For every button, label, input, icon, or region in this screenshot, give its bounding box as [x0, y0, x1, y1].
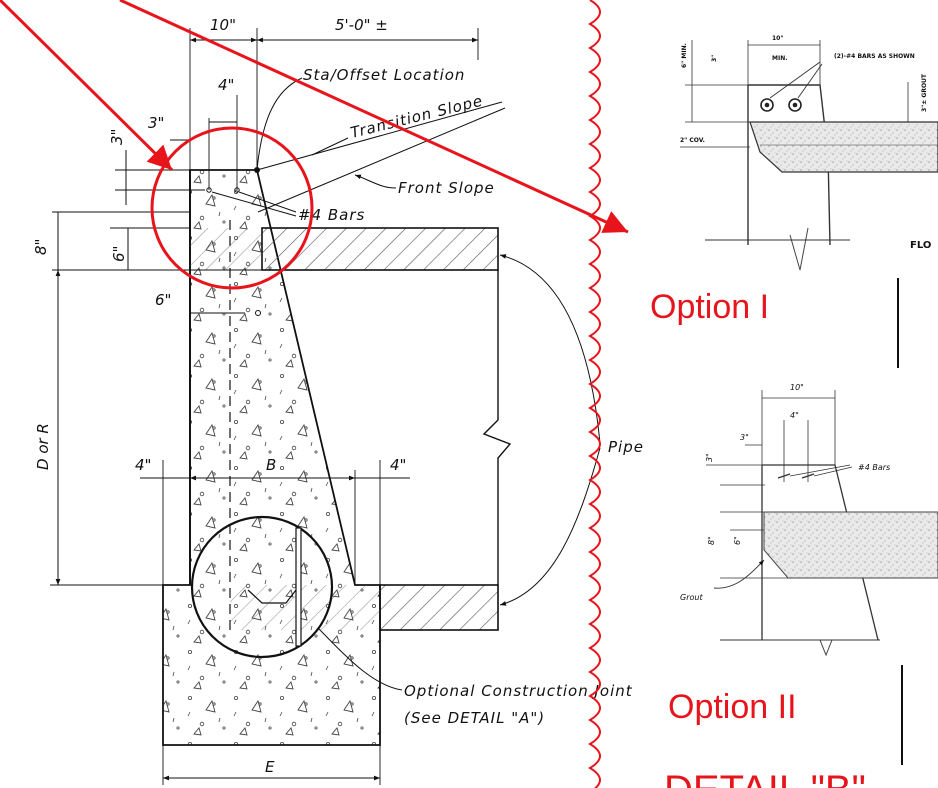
dim-footing-width: E — [265, 758, 275, 776]
option2-dim-slab: 6" — [733, 536, 742, 545]
break-symbol — [482, 270, 512, 585]
floor-slab — [261, 227, 499, 271]
note-pipe: Pipe — [608, 438, 644, 456]
red-arrow-1 — [0, 0, 174, 172]
dim-offset: 5'-0" ± — [335, 16, 388, 34]
option1-dim-grout: 3"± GROUT — [921, 73, 928, 112]
pipe-circle — [190, 515, 334, 659]
bar-3 — [255, 310, 261, 316]
option-2-detail: Grout 10" 4" 3" 3" 8" 6" #4 Bars Option … — [668, 383, 938, 765]
construction-joint — [295, 527, 302, 647]
option1-floor-label: FLO — [910, 240, 931, 251]
option1-dim-width: 10" — [772, 35, 783, 42]
option2-dim-drop: 3" — [705, 453, 714, 462]
dim-left-footing: 4" — [135, 456, 151, 474]
dim-right-footing: 4" — [390, 456, 406, 474]
option1-dim-drop: 3" — [711, 55, 718, 62]
lower-pipe-section — [379, 584, 499, 631]
option1-bars-note: (2)-#4 BARS AS SHOWN — [834, 53, 915, 60]
red-arrow-2 — [119, 0, 629, 234]
dim-bar-spacing: 4" — [218, 76, 234, 94]
option1-dim-cover: 2" COV. — [680, 137, 705, 144]
dim-stem-inset: 6" — [155, 291, 171, 309]
dim-total-depth: 8" — [32, 239, 50, 255]
option1-label: Option I — [650, 288, 769, 326]
option2-dim-edge: 3" — [740, 433, 749, 442]
dim-top-width: 10" — [210, 16, 236, 34]
highlight-circle — [150, 126, 314, 290]
option2-bars: #4 Bars — [858, 463, 890, 472]
note-joint-line1: Optional Construction Joint — [404, 682, 633, 700]
option2-dim-width: 10" — [790, 383, 804, 392]
option2-grout: Grout — [680, 593, 703, 602]
option1-bar-1 — [760, 98, 774, 112]
dim-slab: 6" — [110, 246, 128, 262]
option2-dim-depth: 8" — [707, 536, 716, 545]
note-joint-line2: (See DETAIL "A") — [404, 709, 545, 727]
option-1-detail: 10" MIN. 6" MIN. 3" 3"± GROUT 2" COV. (2… — [650, 35, 938, 368]
note-bars: #4 Bars — [298, 206, 365, 224]
dim-top-drop: 3" — [108, 129, 126, 145]
option2-dim-spacing: 4" — [790, 411, 799, 420]
option1-bar-2 — [788, 98, 802, 112]
dim-edge-cover: 3" — [148, 114, 164, 132]
scalloped-divider — [588, 0, 601, 788]
detail-title: DETAIL "B" — [664, 768, 866, 788]
headwall-section: 10" 5'-0" ± 4" 3" 3" 8" 6" 6" D or R — [32, 16, 644, 785]
option1-dim-min-height: 6" MIN. — [681, 43, 688, 68]
note-sta-offset: Sta/Offset Location — [303, 66, 465, 84]
option2-label: Option II — [668, 688, 797, 726]
dim-height: D or R — [34, 423, 52, 470]
option1-dim-min: MIN. — [772, 55, 788, 62]
note-front-slope: Front Slope — [398, 179, 495, 197]
dim-base: B — [266, 456, 276, 474]
